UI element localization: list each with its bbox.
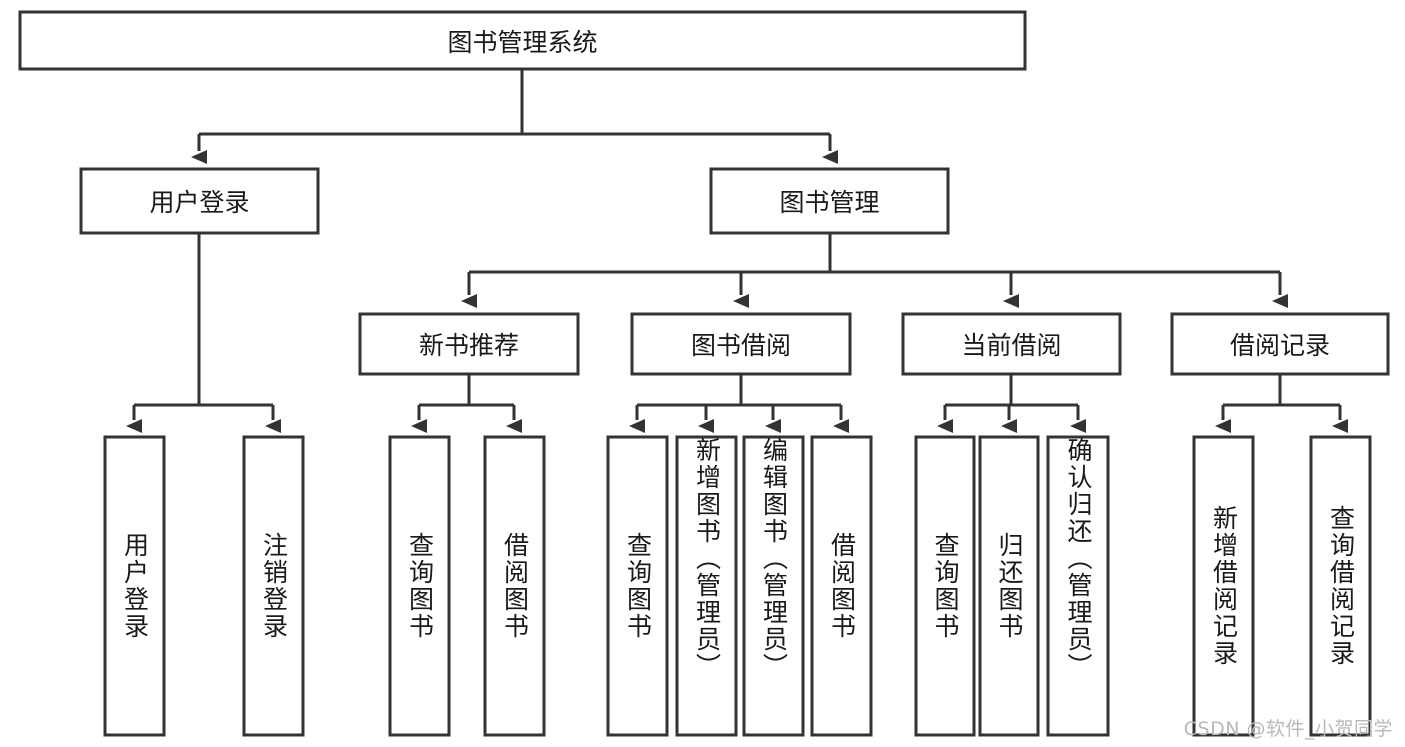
connector-borrow-to-leaves xyxy=(629,374,849,433)
connector-newbooks-to-leaves xyxy=(411,374,522,433)
leaf-return-book[interactable] xyxy=(978,435,1040,737)
connector-books-to-level3 xyxy=(461,233,1288,308)
watermark: CSDN @软件_小贺同学 xyxy=(1183,718,1393,740)
leaf-search-books-recommend[interactable] xyxy=(388,435,451,737)
leaf-user-logout[interactable] xyxy=(242,435,305,737)
node-root[interactable] xyxy=(18,10,1027,71)
connector-current-to-leaves xyxy=(937,374,1086,433)
leaf-borrow-books-recommend[interactable] xyxy=(483,435,546,737)
leaf-borrow-book[interactable] xyxy=(810,435,873,737)
leaf-add-book-admin[interactable] xyxy=(675,435,738,737)
connector-root-to-level2 xyxy=(191,69,838,164)
node-book-borrow[interactable] xyxy=(630,312,852,376)
leaf-search-books-current[interactable] xyxy=(914,435,976,737)
node-book-management[interactable] xyxy=(709,167,950,235)
leaf-search-books-borrow[interactable] xyxy=(606,435,669,737)
connector-login-to-leaves xyxy=(126,233,281,433)
leaf-edit-book-admin[interactable] xyxy=(742,435,805,737)
node-current-borrow[interactable] xyxy=(901,312,1122,376)
node-user-login[interactable] xyxy=(79,167,320,235)
leaf-search-borrow-record[interactable] xyxy=(1309,435,1372,737)
connector-records-to-leaves xyxy=(1215,374,1348,433)
leaf-add-borrow-record[interactable] xyxy=(1192,435,1255,737)
node-borrow-records[interactable] xyxy=(1170,312,1390,376)
leaf-user-login[interactable] xyxy=(103,435,166,737)
leaf-confirm-return-admin[interactable] xyxy=(1046,435,1110,737)
node-new-book-recommend[interactable] xyxy=(358,312,580,376)
